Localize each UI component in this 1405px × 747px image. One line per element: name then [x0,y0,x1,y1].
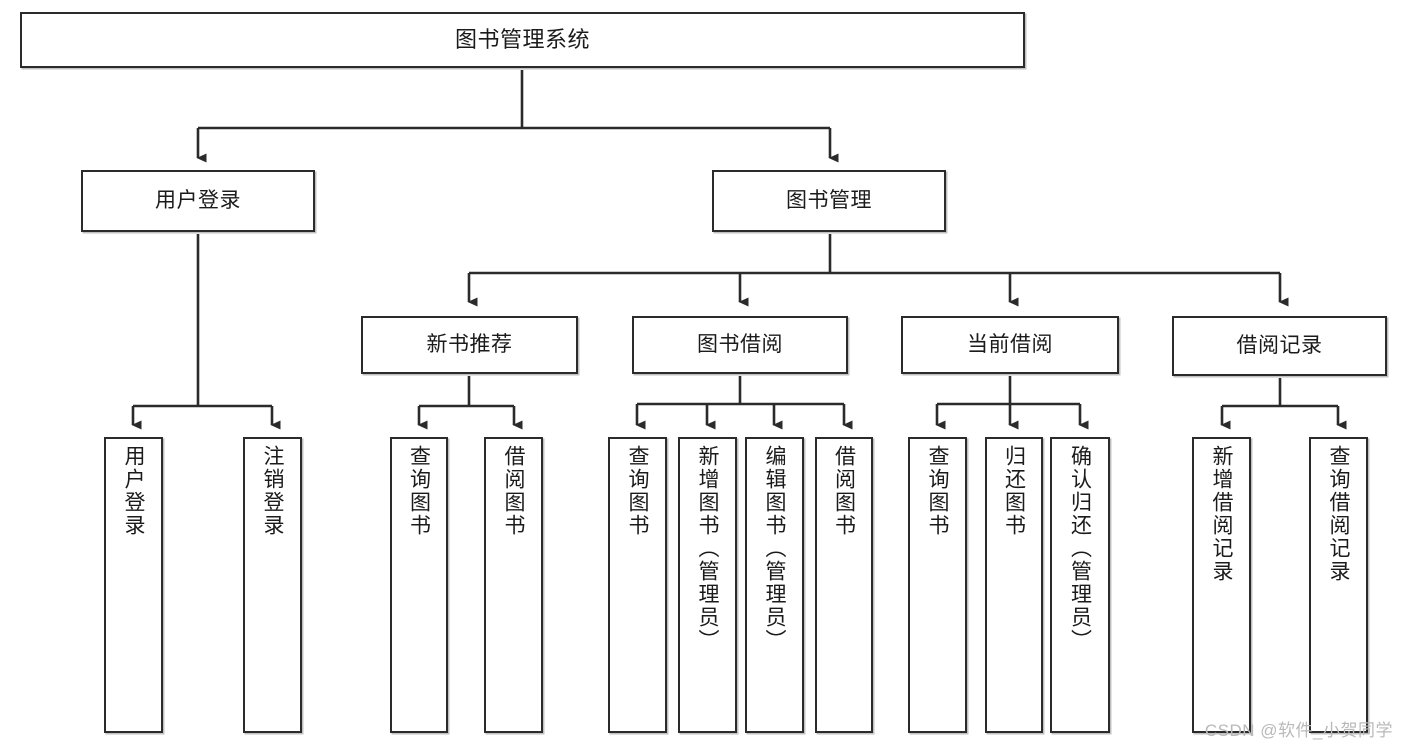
leaf-record-add-record[interactable]: 新增借阅记录 [1192,437,1251,733]
node-label: 借阅记录 [1236,334,1323,358]
node-label: 用户登录 [122,445,145,537]
leaf-user-login-login[interactable]: 用户登录 [104,437,163,733]
node-root-book-management-system[interactable]: 图书管理系统 [20,12,1025,68]
leaf-current-confirm-return-admin[interactable]: 确认归还（管理员） [1050,437,1110,733]
leaf-recommend-query-book[interactable]: 查询图书 [390,437,448,733]
node-book-borrow[interactable]: 图书借阅 [632,316,848,374]
node-label: 当前借阅 [967,333,1053,357]
leaf-recommend-borrow-book[interactable]: 借阅图书 [484,437,543,733]
leaf-current-return-book[interactable]: 归还图书 [985,437,1043,733]
node-user-login[interactable]: 用户登录 [81,170,315,232]
leaf-borrow-borrow-book[interactable]: 借阅图书 [815,437,873,733]
node-label: 注销登录 [261,445,284,537]
node-label: 新增借阅记录 [1210,445,1233,583]
node-label: 新书推荐 [426,333,513,357]
node-book-management[interactable]: 图书管理 [712,170,946,232]
leaf-user-login-logout[interactable]: 注销登录 [243,437,302,733]
node-label: 查询图书 [926,445,949,537]
node-label: 图书管理系统 [454,26,590,52]
node-label: 借阅图书 [832,445,856,537]
leaf-borrow-add-book-admin[interactable]: 新增图书（管理员） [678,437,737,733]
node-label: 借阅图书 [502,445,525,537]
leaf-record-query-record[interactable]: 查询借阅记录 [1309,437,1368,733]
node-label: 查询图书 [626,445,649,537]
node-label: 图书管理 [786,189,872,213]
node-label: 图书借阅 [697,333,783,357]
node-label: 编辑图书（管理员） [763,445,786,652]
node-label: 用户登录 [155,189,241,213]
node-label: 新增图书（管理员） [696,445,719,652]
node-current-borrow[interactable]: 当前借阅 [901,316,1119,374]
node-label: 确认归还（管理员） [1068,445,1092,652]
node-label: 查询图书 [407,445,431,537]
node-borrow-record[interactable]: 借阅记录 [1172,316,1387,376]
node-new-book-recommend[interactable]: 新书推荐 [361,316,578,374]
leaf-borrow-query-book[interactable]: 查询图书 [608,437,667,733]
leaf-borrow-edit-book-admin[interactable]: 编辑图书（管理员） [745,437,804,733]
leaf-current-query-book[interactable]: 查询图书 [908,437,967,733]
csdn-watermark: CSDN @软件_小贺同学 [1204,721,1393,740]
node-label: 查询借阅记录 [1327,445,1350,583]
node-label: 归还图书 [1002,445,1026,537]
